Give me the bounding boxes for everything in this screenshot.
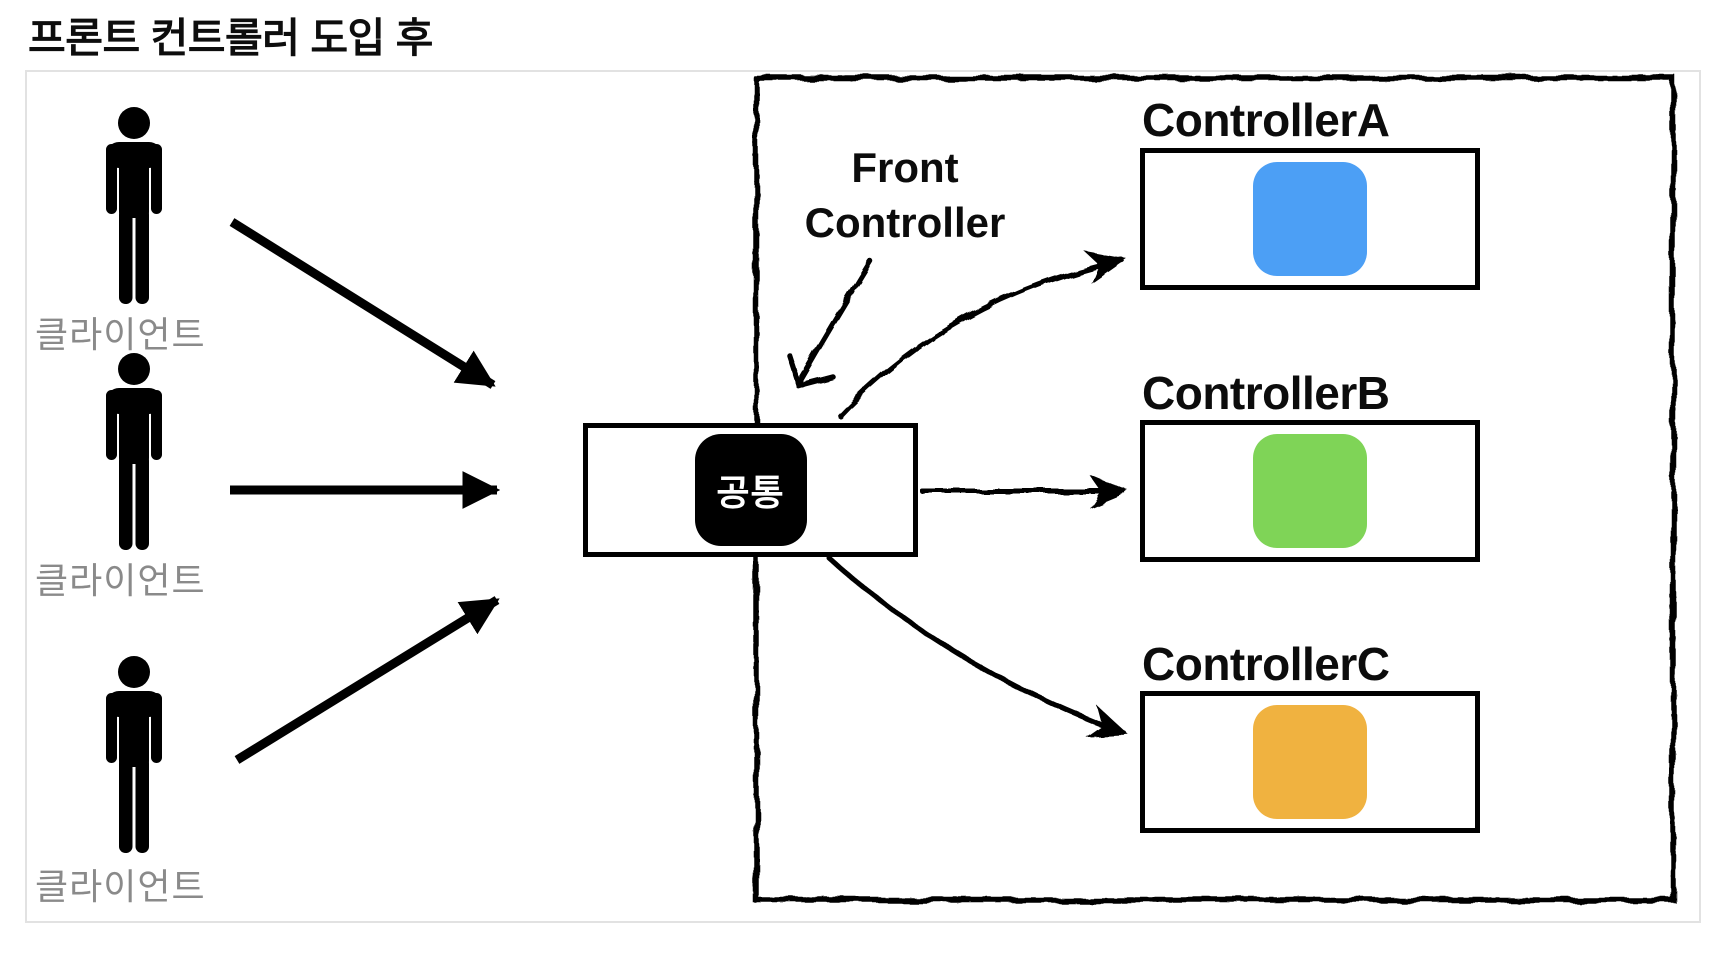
client-figure <box>94 655 174 855</box>
controllera-module <box>1253 162 1367 276</box>
dispatch-arrow-controllerc <box>827 556 1129 737</box>
person-icon <box>106 656 162 853</box>
front-controller-box: 공통 <box>583 423 918 557</box>
client-label: 클라이언트 <box>35 560 206 601</box>
page-title: 프론트 컨트롤러 도입 후 <box>28 15 433 61</box>
controllerc-label: ControllerC <box>1142 638 1390 690</box>
client-label: 클라이언트 <box>35 314 206 355</box>
controllera-box <box>1140 148 1480 290</box>
client3-request-arrow <box>234 596 500 764</box>
common-logic-label: 공통 <box>716 472 785 513</box>
common-logic-module: 공통 <box>694 434 807 546</box>
client-figure <box>94 352 174 552</box>
controllerb-box <box>1140 420 1480 562</box>
person-icon <box>106 353 162 550</box>
client-figure <box>94 106 174 306</box>
controllerb-module <box>1253 434 1367 548</box>
dispatch-arrow-controllera <box>837 251 1127 419</box>
controllerc-box <box>1140 691 1480 833</box>
controllerc-module <box>1253 705 1367 819</box>
person-icon <box>106 107 162 304</box>
front-controller-annotation: Front Controller <box>804 144 1006 247</box>
client-label: 클라이언트 <box>35 866 206 907</box>
front-controller-pointer-arrow <box>786 259 874 389</box>
controllerb-label: ControllerB <box>1142 367 1390 419</box>
controllera-label: ControllerA <box>1142 94 1390 146</box>
client1-request-arrow <box>229 218 496 389</box>
